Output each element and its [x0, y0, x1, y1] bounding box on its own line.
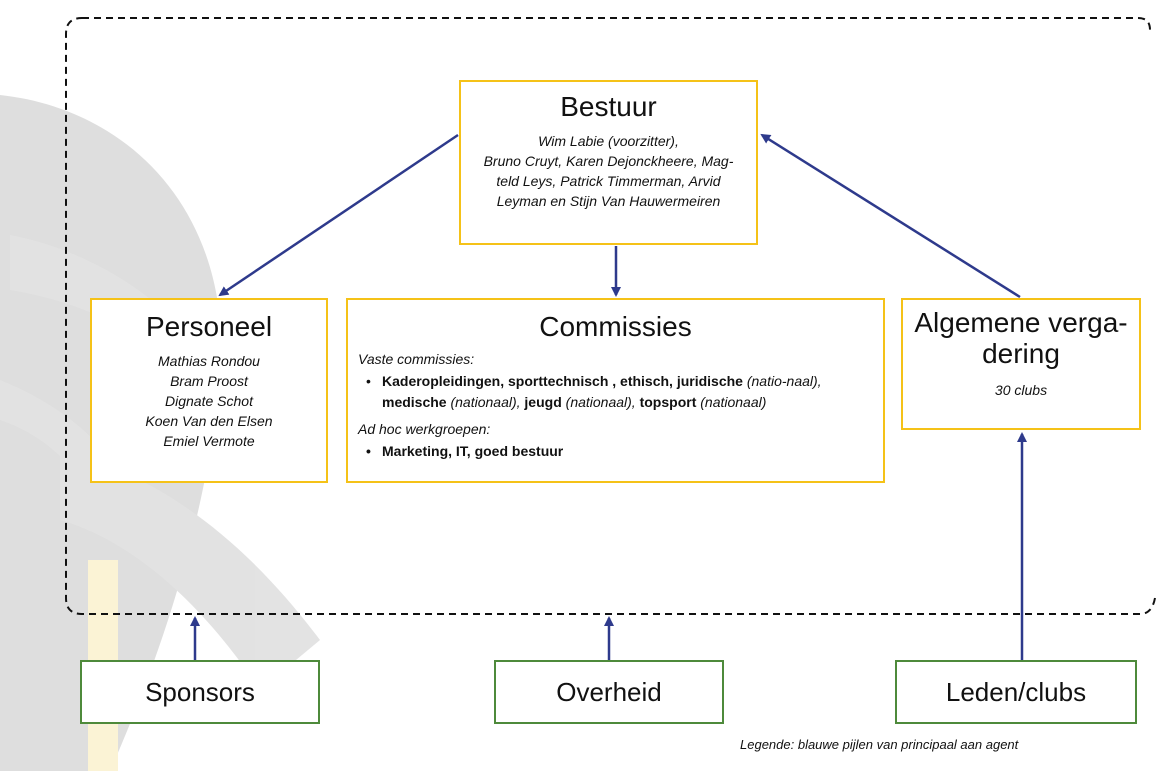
vaste-commissies-list: Kaderopleidingen, sporttechnisch , ethis…	[348, 371, 883, 413]
vaste-commissies-label: Vaste commissies:	[358, 350, 475, 367]
leden-clubs-box: Leden/clubs	[895, 660, 1137, 724]
commissies-title: Commissies	[539, 311, 692, 342]
overheid-box: Overheid	[494, 660, 724, 724]
personeel-member: Mathias Rondou	[158, 352, 260, 369]
personeel-member: Dignate Schot	[165, 392, 253, 409]
commissie-jeugd: jeugd	[520, 393, 562, 410]
commissie-topsport: topsport	[635, 393, 697, 410]
bestuur-member-line: Wim Labie (voorzitter),	[538, 132, 679, 149]
adhoc-werkgroepen-list: Marketing, IT, goed bestuur	[348, 441, 883, 462]
scope-label: (nationaal)	[696, 393, 767, 410]
title-line: Algemene verga-	[914, 307, 1128, 338]
adhoc-werkgroepen-item: Marketing, IT, goed bestuur	[366, 441, 873, 462]
adhoc-werkgroepen-label: Ad hoc werkgroepen:	[358, 420, 491, 437]
legend: Legende: blauwe pijlen van principaal aa…	[740, 737, 1019, 752]
personeel-members: Mathias Rondou Bram Proost Dignate Schot…	[92, 351, 326, 451]
arrow-bestuur-to-personeel	[218, 133, 459, 297]
personeel-member: Koen Van den Elsen	[145, 412, 273, 429]
personeel-title: Personeel	[145, 311, 273, 342]
algemene-vergadering-title: Algemene verga- dering	[903, 307, 1139, 370]
scope-label: (nationaal),	[561, 393, 636, 410]
bestuur-title: Bestuur	[560, 91, 657, 122]
algemene-vergadering-box: Algemene verga- dering 30 clubs	[901, 298, 1141, 430]
personeel-box: Personeel Mathias Rondou Bram Proost Dig…	[90, 298, 328, 483]
commissies-box: Commissies Vaste commissies: Kaderopleid…	[346, 298, 885, 483]
bestuur-member-line: Bruno Cruyt, Karen Dejonckheere, Mag-	[483, 152, 734, 169]
bestuur-member-line: Leyman en Stijn Van Hauwermeiren	[496, 192, 721, 209]
personeel-member: Bram Proost	[170, 372, 248, 389]
bestuur-member-line: teld Leys, Patrick Timmerman, Arvid	[496, 172, 721, 189]
bestuur-box: Bestuur Wim Labie (voorzitter), Bruno Cr…	[459, 80, 758, 245]
bestuur-members: Wim Labie (voorzitter), Bruno Cruyt, Kar…	[461, 131, 756, 211]
organization-boundary	[65, 17, 1156, 615]
algemene-vergadering-subtitle: 30 clubs	[994, 381, 1048, 398]
title-line: dering	[982, 337, 1060, 369]
vaste-commissies-item: Kaderopleidingen, sporttechnisch , ethis…	[366, 371, 873, 413]
personeel-member: Emiel Vermote	[163, 432, 255, 449]
scope-label: (natio-naal),	[742, 372, 822, 389]
commissie-medisch: medische	[382, 393, 447, 410]
scope-label: (nationaal),	[446, 393, 521, 410]
commissie-kader-juridisch: Kaderopleidingen, sporttechnisch , ethis…	[382, 372, 743, 389]
arrow-vergadering-to-bestuur	[760, 133, 1021, 299]
sponsors-box: Sponsors	[80, 660, 320, 724]
